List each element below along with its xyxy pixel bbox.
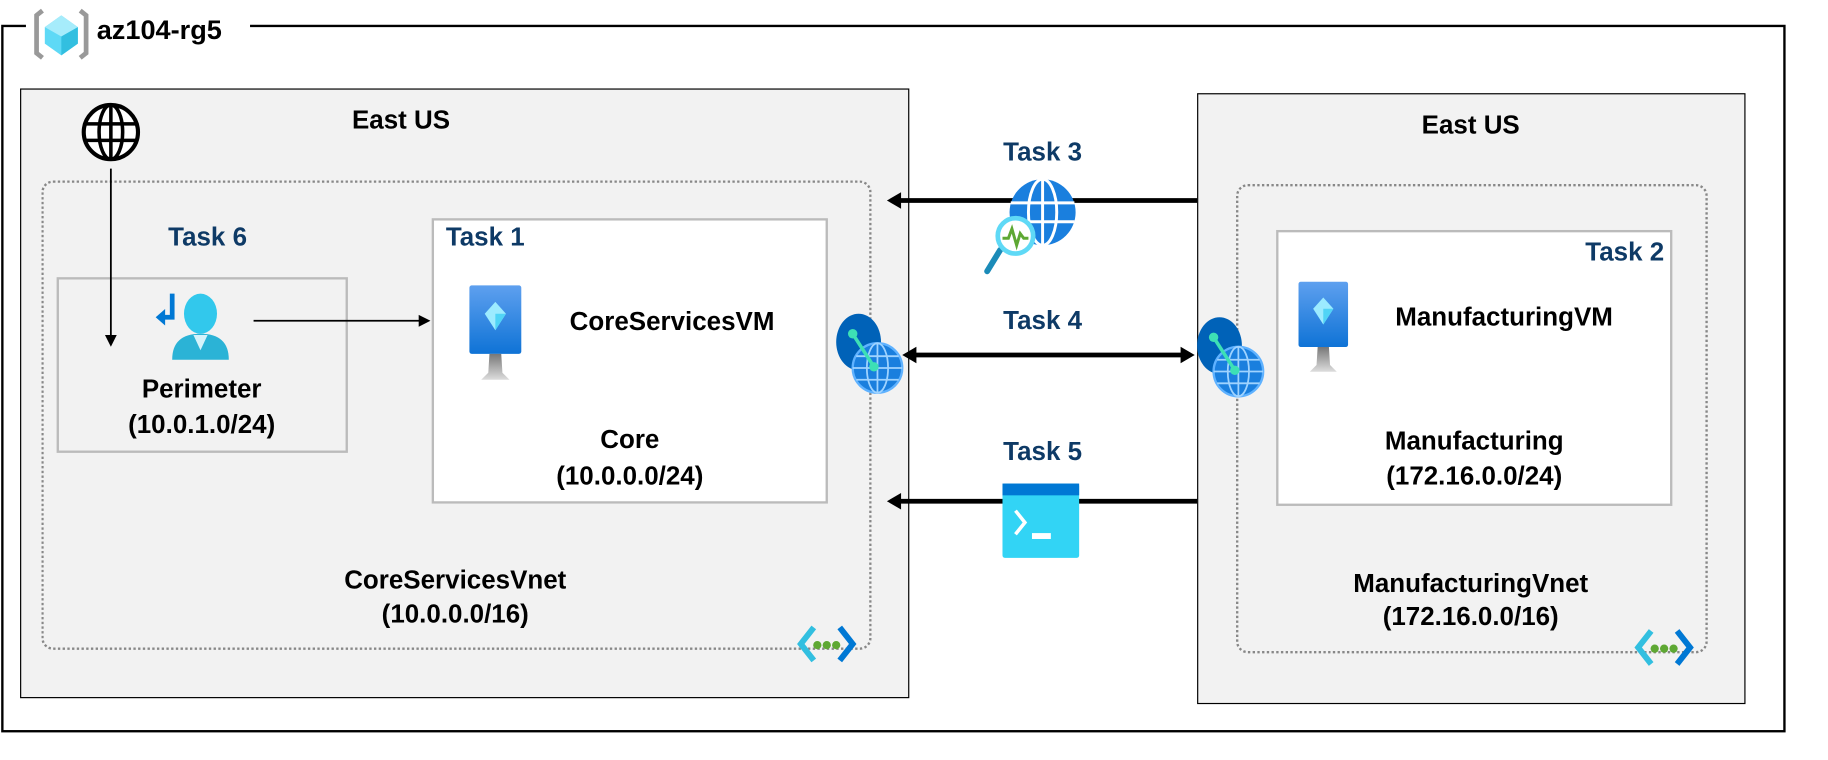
task-4-arrow <box>902 346 1195 364</box>
subnet-perimeter-cidr: (10.0.1.0/24) <box>128 409 276 439</box>
subnet-core-name: Core <box>600 424 660 455</box>
virtual-network-icon <box>1634 629 1694 666</box>
peering-icon-left <box>836 313 904 394</box>
connection-arrows <box>886 192 1216 510</box>
internet-globe-icon <box>81 102 141 162</box>
vnet-manufacturing <box>1236 183 1708 654</box>
task-3-label: Task 3 <box>1003 136 1083 167</box>
subnet-manufacturing-name: Manufacturing <box>1384 425 1564 456</box>
vnet-core-services-name: CoreServicesVnet <box>344 564 567 595</box>
vm-core-services: CoreServicesVM <box>569 306 775 337</box>
subnet-perimeter <box>56 277 348 453</box>
vnet-core-services <box>41 180 872 650</box>
virtual-machine-icon <box>469 285 522 380</box>
task-6-label: Task 6 <box>168 221 248 252</box>
cloud-shell-icon <box>1002 483 1080 558</box>
resource-group-icon <box>34 8 89 60</box>
task-2-label: Task 2 <box>1585 237 1665 267</box>
virtual-machine-icon <box>1298 281 1349 372</box>
peering-icon-right <box>1197 317 1265 398</box>
subnet-core-cidr: (10.0.0.0/24) <box>556 461 704 491</box>
resource-group-frame <box>1 24 1786 733</box>
subnet-manufacturing <box>1276 229 1673 506</box>
vnet-core-services-cidr: (10.0.0.0/16) <box>381 599 529 629</box>
network-watcher-icon <box>984 177 1076 275</box>
subnet-manufacturing-cidr: (172.16.0.0/24) <box>1386 461 1563 491</box>
vnet-manufacturing-cidr: (172.16.0.0/16) <box>1382 601 1559 631</box>
task-5-label: Task 5 <box>1003 436 1083 466</box>
connector-arrows-left <box>104 168 431 347</box>
task-1-label: Task 1 <box>445 221 525 252</box>
user-icon <box>155 293 229 360</box>
subnet-perimeter-name: Perimeter <box>141 373 262 404</box>
vnet-manufacturing-name: ManufacturingVnet <box>1353 568 1589 598</box>
vm-manufacturing: ManufacturingVM <box>1395 301 1613 332</box>
resource-group-name: az104-rg5 <box>96 14 222 45</box>
task-4-label: Task 4 <box>1003 305 1083 335</box>
virtual-network-icon <box>797 625 857 663</box>
region-label: East US <box>1421 109 1520 140</box>
region-label: East US <box>351 104 451 135</box>
